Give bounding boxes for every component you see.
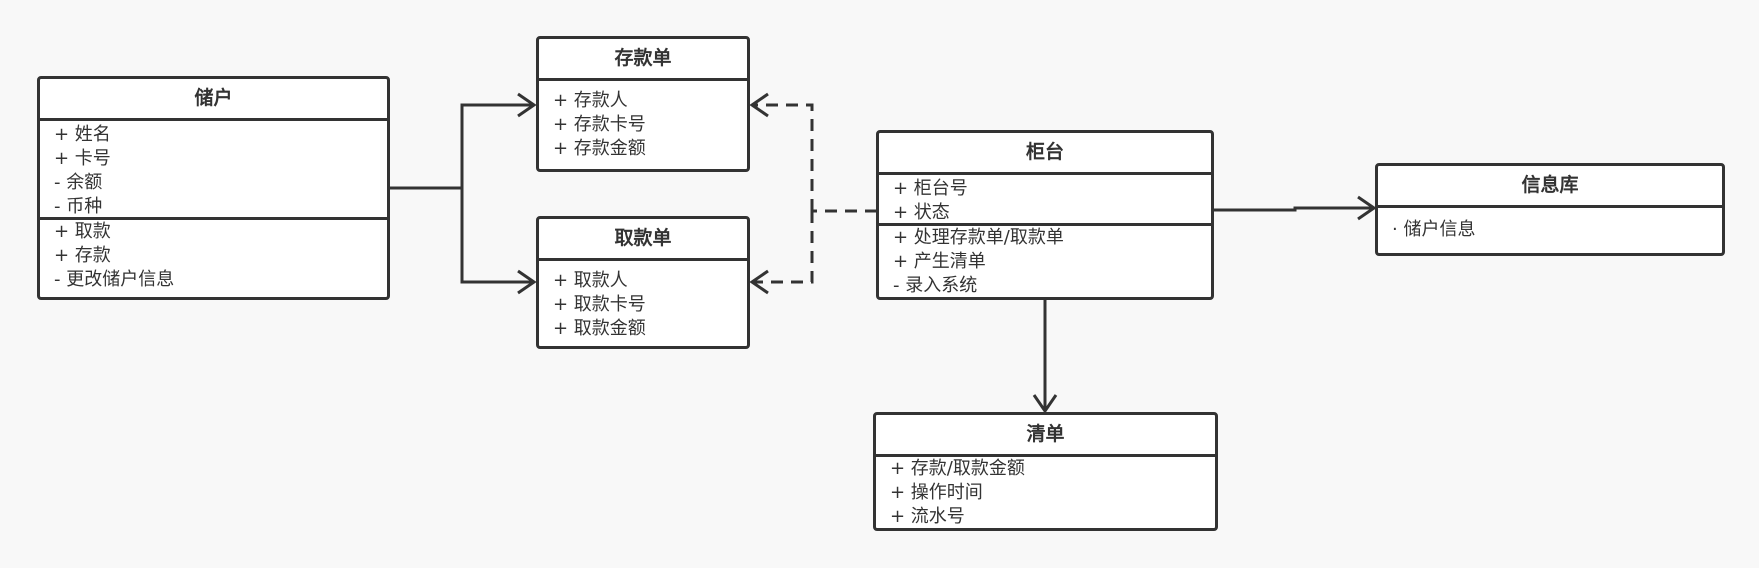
method: - 录入系统 — [893, 275, 978, 296]
class-title: 取款单 — [539, 219, 747, 261]
branch-line-deposit — [460, 103, 534, 188]
class-title: 柜台 — [879, 133, 1211, 175]
methods-section: + 取款 + 存款 - 更改储户信息 — [40, 217, 387, 292]
counter-to-slips-dependency — [749, 92, 877, 295]
attributes-section: + 存款/取款金额 + 操作时间 + 流水号 — [876, 457, 1215, 525]
attributes-section: + 存款人 + 存款卡号 + 存款金额 — [539, 81, 747, 161]
class-title: 信息库 — [1378, 166, 1722, 208]
attribute: + 取款卡号 — [553, 294, 646, 315]
attribute: + 柜台号 — [893, 178, 968, 199]
attribute: · 储户信息 — [1392, 219, 1476, 240]
counter-to-receipt-connector — [1032, 297, 1058, 414]
attributes-section: + 姓名 + 卡号 - 余额 - 币种 — [40, 121, 387, 217]
attribute: + 存款/取款金额 — [890, 458, 1025, 479]
arrowhead-deposit — [517, 92, 537, 118]
attributes-section: · 储户信息 — [1378, 208, 1722, 242]
attribute: + 取款人 — [553, 270, 628, 291]
attribute: - 余额 — [54, 172, 103, 193]
class-title: 储户 — [40, 79, 387, 121]
counter-database-line — [1212, 206, 1374, 212]
class-withdrawal-slip[interactable]: 取款单 + 取款人 + 取款卡号 + 取款金额 — [536, 216, 750, 349]
attribute: + 操作时间 — [890, 482, 983, 503]
attribute: - 币种 — [54, 196, 103, 216]
arrowhead-dep-deposit — [749, 92, 769, 118]
depositor-to-slips-connector — [388, 92, 537, 295]
counter-to-database-connector — [1212, 195, 1377, 221]
dependency-branch-withdrawal — [752, 211, 814, 284]
class-title: 存款单 — [539, 39, 747, 81]
attribute: + 取款金额 — [553, 318, 646, 339]
arrowhead-dep-withdrawal — [749, 269, 769, 295]
attributes-section: + 柜台号 + 状态 — [879, 175, 1211, 223]
attribute: + 流水号 — [890, 506, 965, 525]
arrowhead-database — [1357, 195, 1377, 221]
attribute: + 存款金额 — [553, 138, 646, 159]
attribute: + 存款人 — [553, 90, 628, 111]
method: + 产生清单 — [893, 251, 986, 272]
class-deposit-slip[interactable]: 存款单 + 存款人 + 存款卡号 + 存款金额 — [536, 36, 750, 172]
arrowhead-withdrawal — [517, 269, 537, 295]
class-title: 清单 — [876, 415, 1215, 457]
class-receipt[interactable]: 清单 + 存款/取款金额 + 操作时间 + 流水号 — [873, 412, 1218, 531]
branch-line-withdrawal — [460, 188, 534, 284]
class-database[interactable]: 信息库 · 储户信息 — [1375, 163, 1725, 256]
dependency-branch-deposit — [752, 103, 814, 211]
arrowhead-receipt — [1032, 394, 1058, 414]
attributes-section: + 取款人 + 取款卡号 + 取款金额 — [539, 261, 747, 341]
attribute: + 存款卡号 — [553, 114, 646, 135]
methods-section: + 处理存款单/取款单 + 产生清单 - 录入系统 — [879, 223, 1211, 297]
method: + 处理存款单/取款单 — [893, 227, 1064, 248]
method: + 存款 — [54, 245, 111, 266]
attribute: + 姓名 — [54, 124, 111, 145]
attribute: + 卡号 — [54, 148, 111, 169]
class-depositor[interactable]: 储户 + 姓名 + 卡号 - 余额 - 币种 + 取款 + 存款 - 更改储户信… — [37, 76, 390, 300]
method: - 更改储户信息 — [54, 269, 175, 290]
method: + 取款 — [54, 221, 111, 242]
class-counter[interactable]: 柜台 + 柜台号 + 状态 + 处理存款单/取款单 + 产生清单 - 录入系统 — [876, 130, 1214, 300]
attribute: + 状态 — [893, 202, 950, 221]
